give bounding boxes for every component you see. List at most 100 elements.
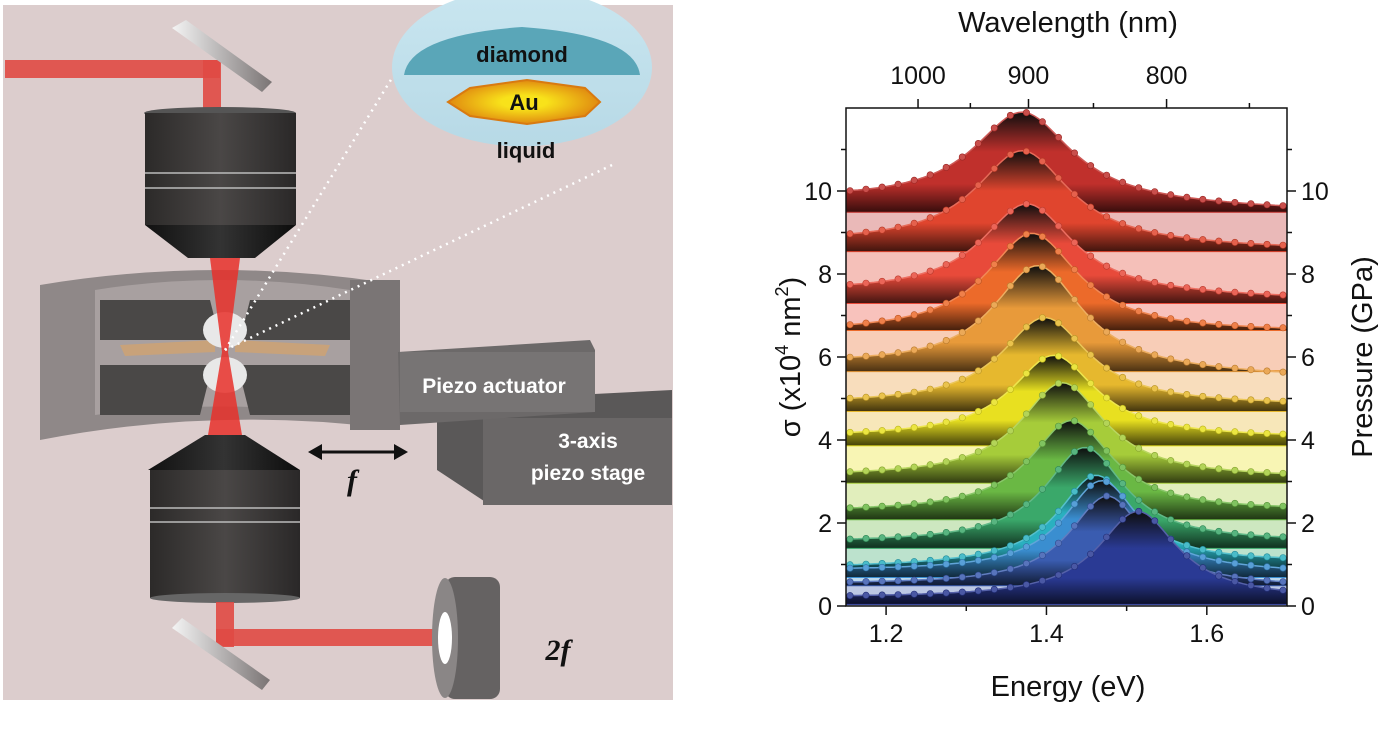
data-point (974, 523, 982, 531)
data-point (1231, 529, 1239, 537)
modulation-arrow-icon (308, 444, 408, 460)
data-point (1183, 423, 1191, 431)
data-point (942, 418, 950, 426)
data-point (1215, 572, 1223, 580)
data-point (1279, 324, 1287, 332)
data-point (1167, 191, 1175, 199)
data-point (1215, 237, 1223, 245)
laser-beam-down (203, 60, 221, 115)
data-point (1135, 275, 1143, 283)
data-point (1151, 278, 1159, 286)
data-point (1006, 542, 1014, 550)
bottom-objective (148, 435, 300, 603)
data-point (1135, 345, 1143, 353)
data-point (958, 573, 966, 581)
data-point (1087, 473, 1095, 481)
data-point (1231, 395, 1239, 403)
data-point (1006, 207, 1014, 215)
data-point (862, 279, 870, 287)
data-point (846, 468, 854, 476)
pressure-band (846, 603, 1287, 606)
data-point (1263, 397, 1271, 405)
zoom-line (224, 163, 613, 352)
data-point (1103, 533, 1111, 541)
data-point (974, 587, 982, 595)
stage-label-line2: piezo stage (531, 462, 645, 485)
data-point (1231, 428, 1239, 436)
data-point (1215, 465, 1223, 473)
spectrum-line (846, 232, 1287, 329)
data-point (1247, 501, 1255, 509)
data-point (1038, 533, 1046, 541)
data-point (1151, 451, 1159, 459)
data-point (1247, 552, 1255, 560)
data-point (1135, 225, 1143, 233)
data-point (1103, 447, 1111, 455)
data-point (1263, 367, 1271, 375)
data-point (1199, 195, 1207, 203)
plot-area (846, 109, 1287, 606)
data-point (910, 272, 918, 280)
data-point (1183, 317, 1191, 325)
data-point (1038, 233, 1046, 241)
data-point (1087, 445, 1095, 453)
spectrum-line (846, 446, 1287, 540)
data-point (894, 314, 902, 322)
data-point (1119, 178, 1127, 186)
data-point (1263, 323, 1271, 331)
data-point (1119, 463, 1127, 471)
y-tick-label: 2 (818, 510, 832, 538)
data-point (1087, 502, 1095, 510)
data-point (1167, 388, 1175, 396)
data-point (894, 425, 902, 433)
top-objective (144, 107, 296, 258)
y2-tick-label: 10 (1301, 178, 1329, 206)
actuator-label: Piezo actuator (422, 375, 566, 398)
y2-tick-label: 4 (1301, 427, 1315, 455)
x-axis-title: Energy (eV) (991, 671, 1146, 703)
data-point (1279, 554, 1287, 562)
data-point (1055, 379, 1063, 387)
data-point (1247, 429, 1255, 437)
data-point (1022, 559, 1030, 567)
data-point (958, 454, 966, 462)
data-point (1215, 548, 1223, 556)
data-point (1215, 287, 1223, 295)
data-point (1215, 197, 1223, 205)
data-point (942, 589, 950, 597)
spectrum-line (846, 264, 1287, 374)
data-point (1135, 380, 1143, 388)
data-point (1279, 291, 1287, 299)
data-point (878, 427, 886, 435)
data-point (958, 492, 966, 500)
data-point (1038, 118, 1046, 126)
data-point (1038, 157, 1046, 165)
data-point (1119, 492, 1127, 500)
data-point (1279, 564, 1287, 572)
y2-tick-label: 2 (1301, 510, 1315, 538)
data-point (878, 591, 886, 599)
data-point (1087, 482, 1095, 490)
data-point (1263, 553, 1271, 561)
data-point (846, 592, 854, 600)
data-point (862, 228, 870, 236)
data-point (1183, 390, 1191, 398)
data-point (1247, 561, 1255, 569)
data-point (1038, 314, 1046, 322)
data-point (1119, 220, 1127, 228)
data-point (990, 518, 998, 526)
data-point (1119, 501, 1127, 509)
data-point (894, 577, 902, 585)
data-point (1151, 417, 1159, 425)
data-point (1199, 496, 1207, 504)
data-point (1087, 203, 1095, 211)
data-point (1167, 355, 1175, 363)
data-point (942, 163, 950, 171)
data-point (1263, 429, 1271, 437)
data-point (1199, 463, 1207, 471)
data-point (942, 560, 950, 568)
data-point (1006, 471, 1014, 479)
data-point (958, 328, 966, 336)
data-point (1087, 162, 1095, 170)
